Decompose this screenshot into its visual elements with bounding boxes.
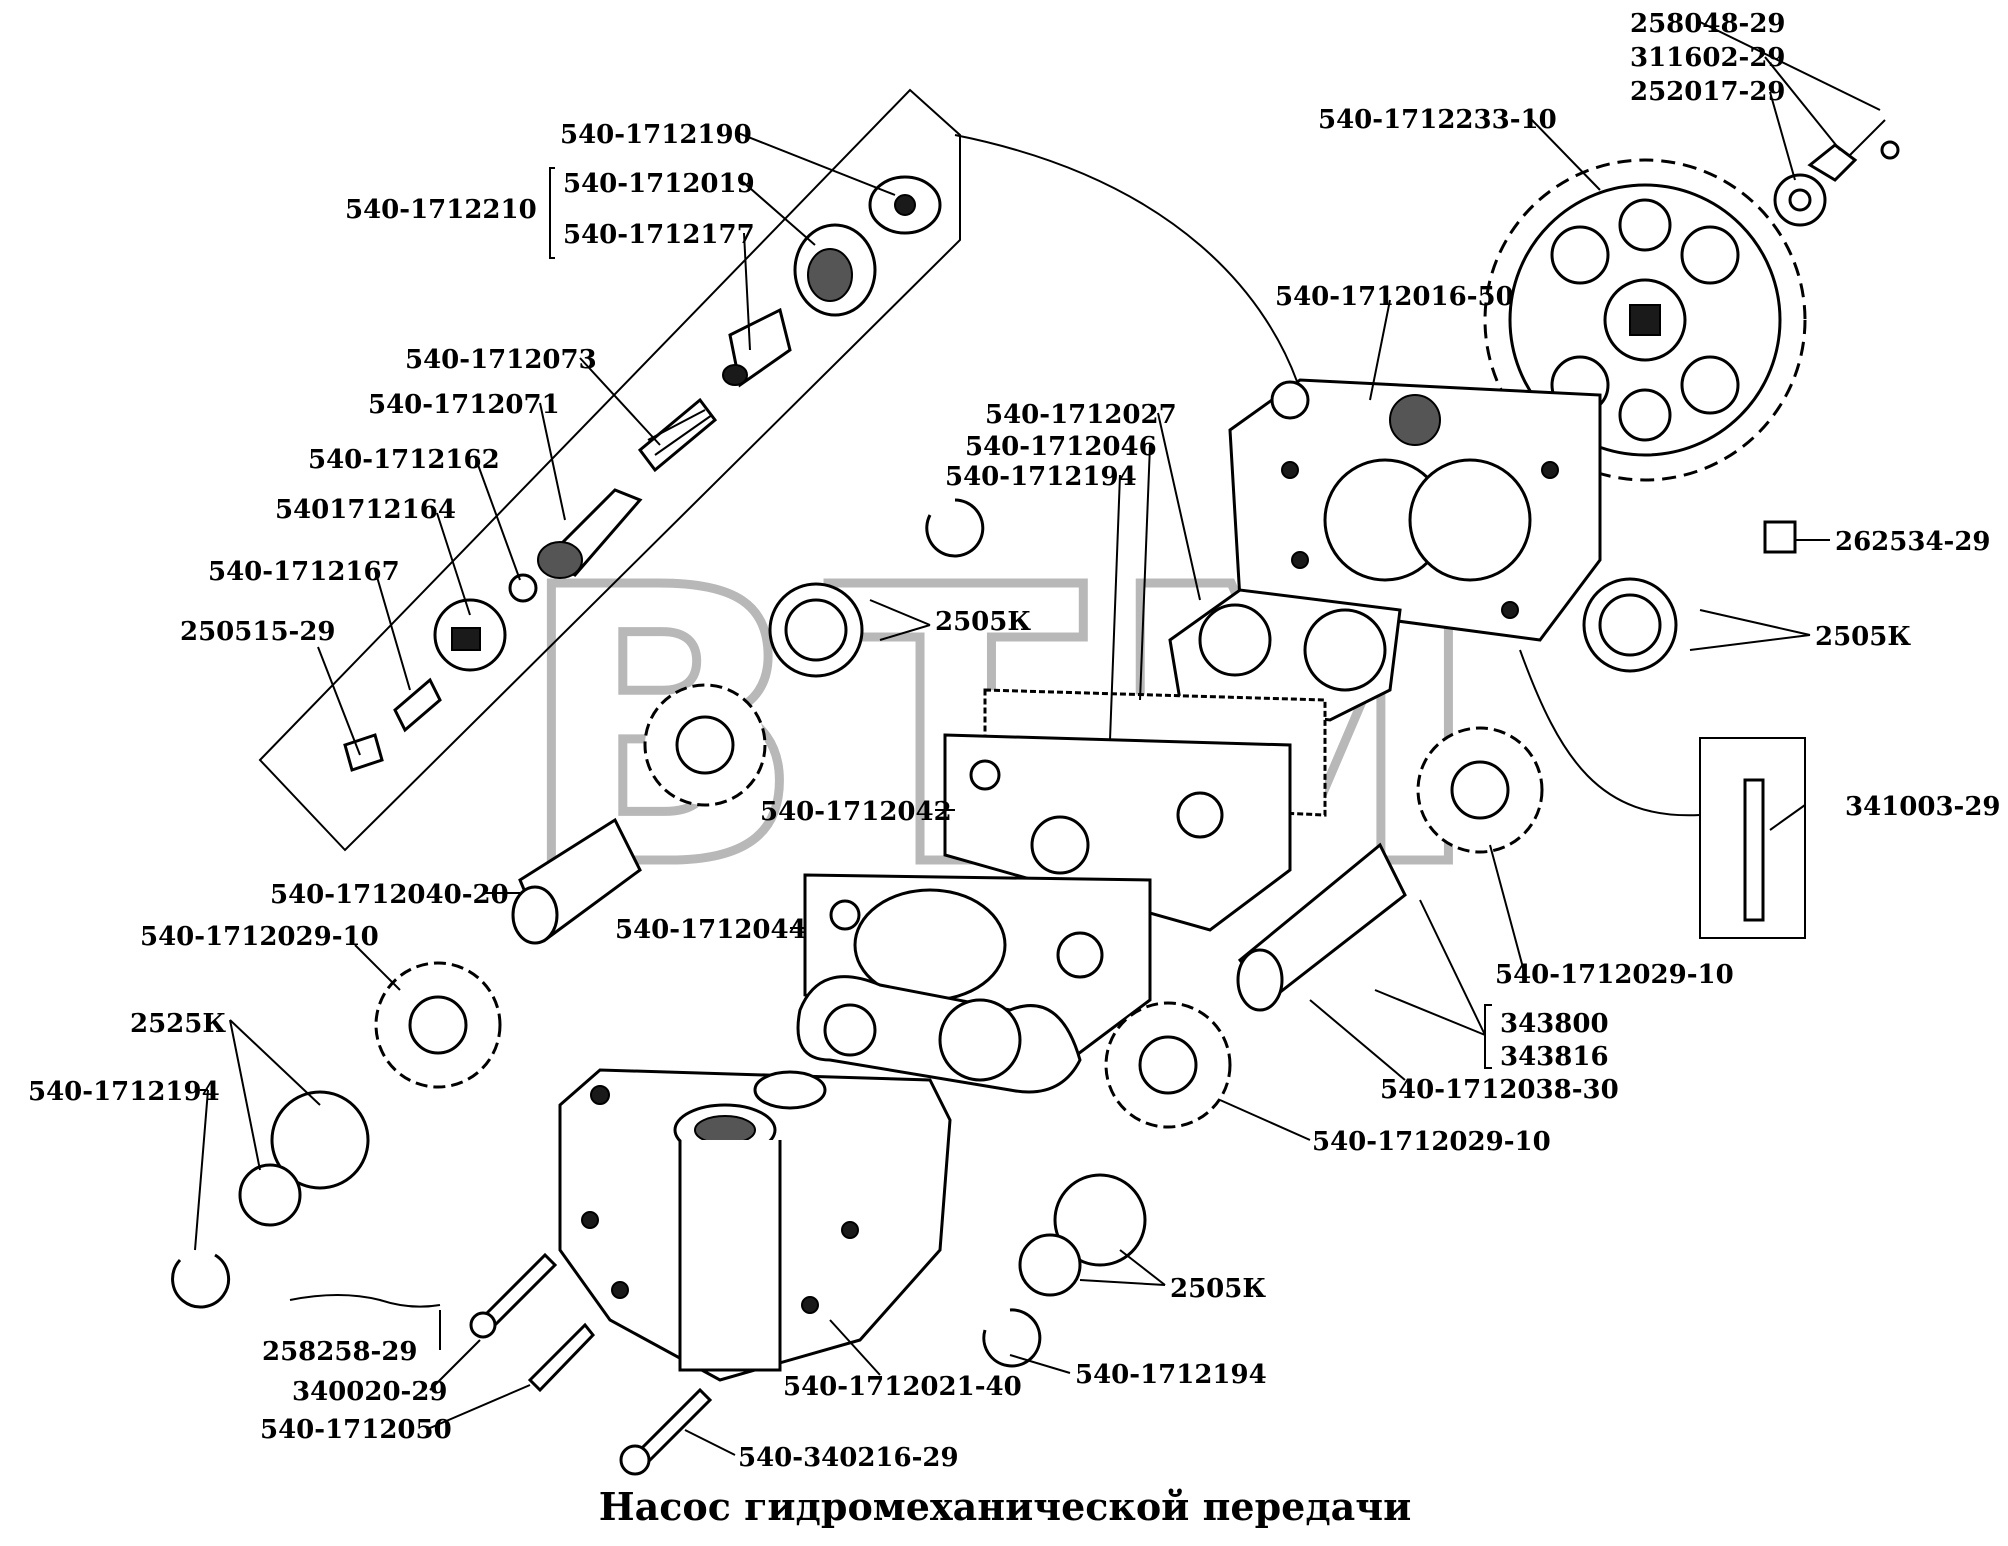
label-1712042: 540-1712042	[760, 797, 952, 827]
valve-group-frame	[258, 88, 961, 852]
stud-box	[1699, 737, 1806, 939]
leader-lines	[194, 21, 1881, 1456]
nut-washer	[1773, 119, 1900, 227]
label-1712164: 5401712164	[275, 495, 456, 525]
label-1712019: 540-1712019	[563, 169, 755, 199]
label-1712046: 540-1712046	[965, 432, 1157, 462]
valve-parts	[343, 175, 942, 772]
stud	[1743, 778, 1765, 922]
label-262534: 262534-29	[1835, 527, 1991, 557]
part-labels: 258048-29 311602-29 252017-29 540-171223…	[28, 9, 2001, 1473]
label-1712210: 540-1712210	[345, 195, 537, 225]
label-258258: 258258-29	[262, 1337, 418, 1367]
label-1712044: 540-1712044	[615, 915, 807, 945]
label-1712040: 540-1712040-20	[270, 880, 509, 910]
label-1712177: 540-1712177	[563, 220, 755, 250]
stud-leader	[1519, 649, 1701, 817]
label-258048: 258048-29	[1630, 9, 1786, 39]
upper-pump-body	[1228, 378, 1602, 642]
label-1712029-left: 540-1712029-10	[140, 922, 379, 952]
label-1712233: 540-1712233-10	[1318, 105, 1557, 135]
label-340216: 540-340216-29	[738, 1443, 959, 1473]
label-1712021: 540-1712021-40	[783, 1372, 1022, 1402]
label-1712029-right: 540-1712029-10	[1495, 960, 1734, 990]
spacer-plate	[1168, 588, 1402, 722]
label-252017: 252017-29	[1630, 77, 1786, 107]
label-1712194-bottom: 540-1712194	[1075, 1360, 1267, 1390]
label-311602: 311602-29	[1630, 43, 1786, 73]
gears	[374, 683, 1544, 1129]
label-341003: 341003-29	[1845, 792, 2001, 822]
label-1712194-top: 540-1712194	[945, 462, 1137, 492]
label-343800: 343800	[1500, 1009, 1609, 1039]
shafts	[511, 817, 1407, 1012]
label-1712190: 540-1712190	[560, 120, 752, 150]
label-1712029-bottom: 540-1712029-10	[1312, 1127, 1551, 1157]
label-1712073: 540-1712073	[405, 345, 597, 375]
label-1712016: 540-1712016-50	[1275, 282, 1514, 312]
label-1712167: 540-1712167	[208, 557, 400, 587]
label-1712050: 540-1712050	[260, 1415, 452, 1445]
bearings	[171, 498, 1797, 1368]
label-1712071: 540-1712071	[368, 390, 560, 420]
label-2505-bottom: 2505К	[1170, 1274, 1266, 1304]
label-343816: 343816	[1500, 1042, 1609, 1072]
label-1712194-left: 540-1712194	[28, 1077, 220, 1107]
diagram-title: Насос гидромеханической передачи	[599, 1484, 1412, 1529]
label-250515: 250515-29	[180, 617, 336, 647]
label-1712038: 540-1712038-30	[1380, 1075, 1619, 1105]
label-2525: 2525К	[130, 1009, 226, 1039]
lower-pump-body	[558, 1068, 952, 1382]
bolts	[289, 1252, 713, 1476]
valve-group-leader	[954, 134, 1301, 391]
label-2505-upper-right: 2505К	[1815, 622, 1911, 652]
label-1712027: 540-1712027	[985, 400, 1177, 430]
label-340020: 340020-29	[292, 1377, 448, 1407]
label-1712162: 540-1712162	[308, 445, 500, 475]
label-2505-upper-left: 2505К	[935, 607, 1031, 637]
lower-separator	[796, 975, 1082, 1094]
